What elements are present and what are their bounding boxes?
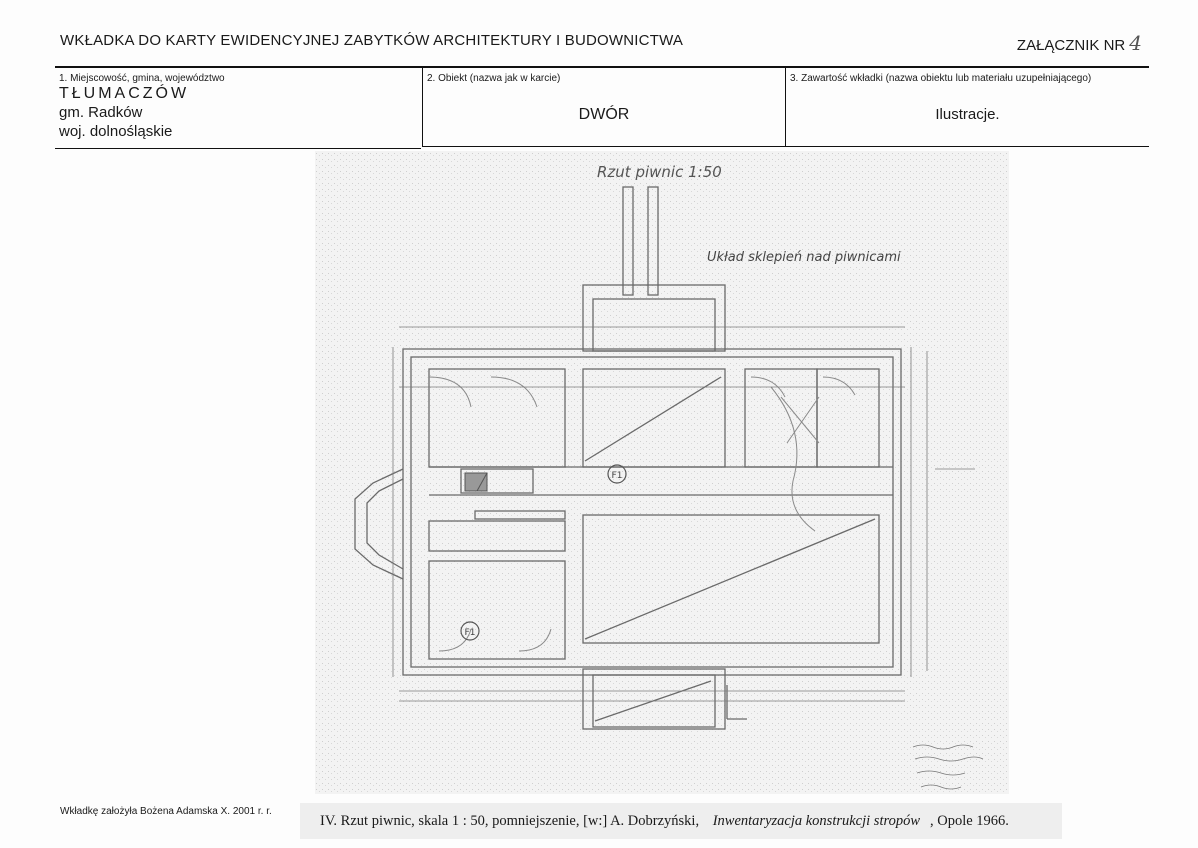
plan-walls bbox=[354, 186, 902, 730]
location-label: 1. Miejscowość, gmina, województwo bbox=[59, 73, 225, 84]
content-field: 3. Zawartość wkładki (nazwa obiektu lub … bbox=[786, 68, 1149, 147]
stair-block bbox=[464, 472, 488, 492]
level-marker-bottom: F1 bbox=[465, 628, 476, 638]
founder-note: Wkładkę założyła Bożena Adamska X. 2001 … bbox=[60, 806, 272, 817]
commune-name: gm. Radków bbox=[59, 104, 143, 121]
caption-text: IV. Rzut piwnic, skala 1 : 50, pomniejsz… bbox=[300, 813, 1009, 829]
card-title: WKŁADKA DO KARTY EWIDENCYJNEJ ZABYTKÓW A… bbox=[60, 32, 684, 49]
level-marker-group: F1 F1 bbox=[460, 464, 627, 641]
voivodeship-name: woj. dolnośląskie bbox=[59, 123, 173, 140]
caption-plain: IV. Rzut piwnic, skala 1 : 50, pomniejsz… bbox=[320, 813, 700, 829]
floor-plan-svg: F1 F1 Rzut piwnic 1:50 Układ sklepień na… bbox=[315, 151, 1009, 794]
content-label: 3. Zawartość wkładki (nazwa obiektu lub … bbox=[790, 73, 1092, 84]
caption-end: , Opole 1966. bbox=[930, 813, 1009, 829]
annex-number: 4 bbox=[1129, 31, 1142, 55]
door-arcs bbox=[428, 376, 856, 652]
location-field: 1. Miejscowość, gmina, województwo TŁUMA… bbox=[55, 68, 421, 149]
object-label: 2. Obiekt (nazwa jak w karcie) bbox=[427, 73, 561, 84]
floor-plan-drawing: F1 F1 Rzut piwnic 1:50 Układ sklepień na… bbox=[315, 151, 1009, 794]
drawing-title: Rzut piwnic 1:50 bbox=[597, 163, 722, 181]
content-value: Ilustracje. bbox=[935, 106, 1000, 123]
annex-label-text: ZAŁĄCZNIK NR bbox=[1016, 37, 1126, 54]
object-field: 2. Obiekt (nazwa jak w karcie) DWÓR bbox=[422, 68, 786, 147]
drawing-subtitle: Układ sklepień nad piwnicami bbox=[707, 250, 901, 265]
title-block-signature bbox=[912, 744, 984, 790]
town-name: TŁUMACZÓW bbox=[59, 85, 190, 102]
level-marker-top: F1 bbox=[612, 471, 623, 481]
caption-italic: Inwentaryzacja konstrukcji stropów bbox=[712, 813, 920, 829]
header-fields: 1. Miejscowość, gmina, województwo TŁUMA… bbox=[55, 66, 1149, 149]
figure-caption: IV. Rzut piwnic, skala 1 : 50, pomniejsz… bbox=[300, 803, 1062, 839]
object-value: DWÓR bbox=[578, 106, 630, 123]
dimension-lines bbox=[392, 326, 975, 702]
